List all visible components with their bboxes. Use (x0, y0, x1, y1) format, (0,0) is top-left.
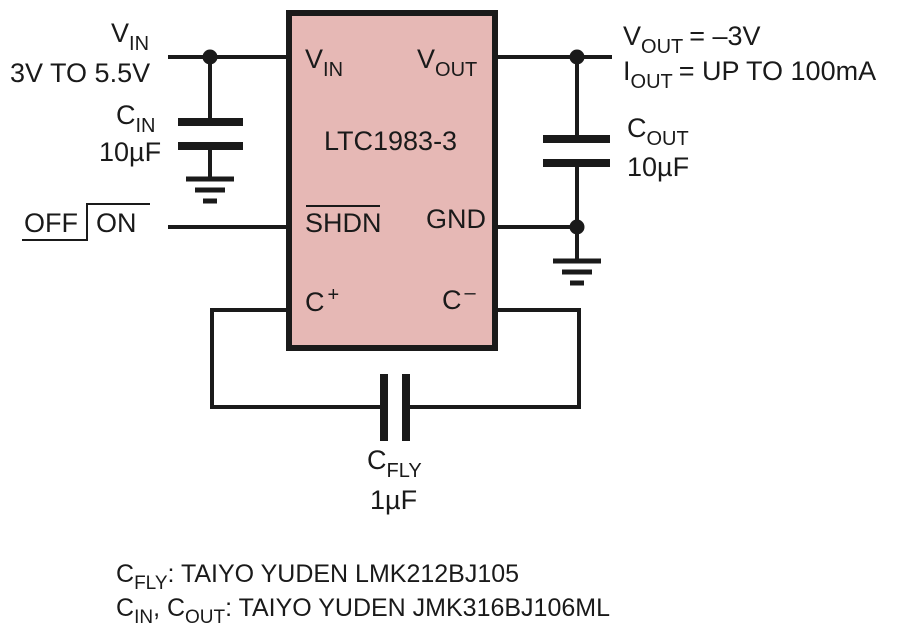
pin-cminus-label: C– (442, 282, 477, 315)
input-vin-label: VIN (111, 18, 149, 55)
pin-shdn-label: SHDN (305, 208, 382, 238)
junction-vout (569, 49, 585, 65)
cin-label: CIN (116, 100, 156, 137)
chip-name: LTC1983-3 (324, 126, 457, 156)
wire-cplus-loop (210, 308, 382, 409)
pin-vout-label: VOUT (417, 44, 477, 81)
pin-vin-label: VIN (305, 44, 343, 81)
pin-gnd-label: GND (426, 204, 486, 234)
ground-icon-gnd (553, 258, 601, 286)
cin-capacitor-icon (178, 118, 243, 150)
cout-value: 10µF (627, 152, 689, 182)
cfly-capacitor-icon (380, 374, 410, 441)
cout-label: COUT (627, 113, 689, 150)
cfly-label: CFLY (367, 445, 422, 482)
junction-vin (202, 49, 218, 65)
junction-gnd (569, 219, 585, 235)
note-line-1: CFLY: TAIYO YUDEN LMK212BJ105 (116, 560, 519, 594)
output-vout-label: VOUT= –3V (623, 21, 761, 58)
output-iout-label: IOUT= UP TO 100mA (623, 56, 876, 93)
cout-capacitor-icon (543, 135, 610, 167)
cin-value: 10µF (99, 137, 161, 167)
cfly-value: 1µF (370, 485, 417, 515)
chip-body (286, 10, 498, 351)
input-range-label: 3V TO 5.5V (10, 58, 150, 88)
ground-icon-cin (186, 176, 234, 204)
pin-cplus-label: C+ (305, 284, 339, 317)
shutdown-step-icon (22, 203, 150, 241)
shutdown-on-label: ON (96, 208, 137, 238)
note-line-2: CIN, COUT: TAIYO YUDEN JMK316BJ106ML (116, 594, 610, 628)
wire-cminus-loop (408, 308, 581, 409)
shutdown-off-label: OFF (24, 208, 78, 238)
wires (168, 55, 612, 409)
